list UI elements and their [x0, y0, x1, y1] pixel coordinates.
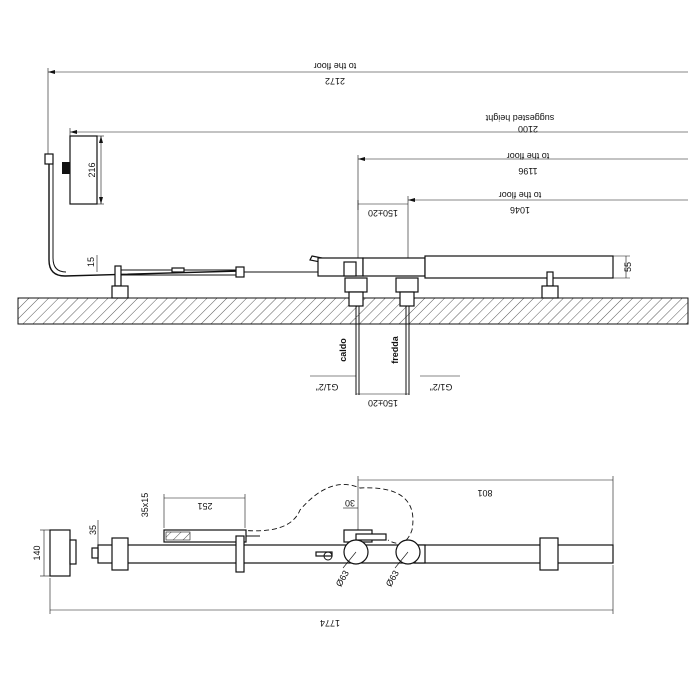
dim-251: 251 35x15: [140, 493, 246, 528]
dim-251-value: 251: [197, 501, 212, 511]
dim-1196-value: 1196: [518, 166, 537, 176]
mixer-body: [309, 255, 614, 279]
top-view: 801 251 35x15 30: [32, 476, 614, 628]
dim-30: 30: [343, 498, 358, 509]
dim-140-value: 140: [32, 545, 42, 560]
dim-35: 35: [88, 520, 99, 545]
dim-801: 801: [357, 476, 614, 545]
side-view: to the floor 2172 suggested height 2100 …: [17, 61, 689, 408]
dim-1196: to the floor 1196: [357, 151, 688, 258]
thread-callouts: G1/2" G1/2": [310, 375, 460, 392]
dim-2100: suggested height 2100: [69, 113, 688, 200]
dim-1774: 1774: [49, 565, 614, 628]
inlet-connectors: [344, 277, 419, 395]
hand-shower: [163, 529, 260, 573]
dim-1774-value: 1774: [320, 618, 340, 628]
dim-1046-value: 1046: [510, 205, 530, 215]
shower-arm: [44, 153, 241, 277]
dim-1196-note: to the floor: [507, 151, 550, 161]
shower-head: 216: [62, 135, 104, 205]
dim-35x15-value: 35x15: [140, 493, 150, 518]
inlet-cold-label: fredda: [390, 335, 400, 364]
dim-15: 15: [86, 255, 98, 272]
dim-801-value: 801: [477, 488, 492, 498]
right-support: [541, 271, 559, 299]
dim-35-value: 35: [88, 525, 98, 535]
inlet-hot-label: caldo: [338, 338, 348, 362]
dia-left-value: Ø63: [334, 569, 351, 589]
dim-2100-value: 2100: [518, 124, 538, 134]
dim-2172: to the floor 2172: [47, 61, 688, 160]
dim-55: 55: [613, 255, 633, 279]
dim-2172-note: to the floor: [314, 61, 357, 71]
dim-30-value: 30: [345, 498, 355, 508]
dim-spacing-top: 150±20: [357, 200, 408, 218]
dim-216-value: 216: [87, 162, 97, 177]
dim-spacing-top-value: 150±20: [368, 208, 398, 218]
dim-2100-note: suggested height: [485, 113, 554, 123]
dim-15-value: 15: [86, 257, 96, 267]
hose-path: [239, 484, 414, 544]
dim-1046: to the floor 1046: [407, 190, 688, 258]
shower-head-top: 140: [32, 529, 99, 577]
dim-spacing-bottom: 150±20: [356, 393, 409, 408]
thread-left-value: G1/2": [316, 382, 339, 392]
dim-55-value: 55: [623, 262, 633, 272]
dim-spacing-bottom-value: 150±20: [368, 398, 398, 408]
thread-right-value: G1/2": [430, 382, 453, 392]
dim-2172-value: 2172: [325, 76, 345, 86]
dia-right-value: Ø63: [384, 569, 401, 589]
hose-assembly: [111, 265, 318, 299]
dim-1046-note: to the floor: [499, 190, 542, 200]
